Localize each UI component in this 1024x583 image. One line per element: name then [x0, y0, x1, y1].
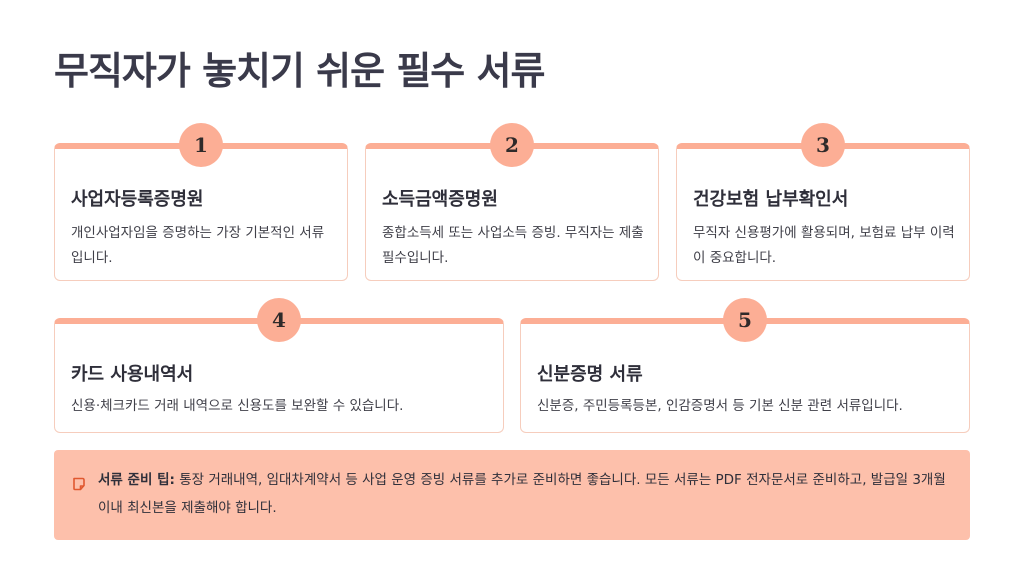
- document-card-1: 1 사업자등록증명원 개인사업자임을 증명하는 가장 기본적인 서류입니다.: [54, 123, 348, 281]
- note-icon: [72, 473, 86, 491]
- card-title: 신분증명 서류: [537, 364, 643, 385]
- tip-text: 통장 거래내역, 임대차계약서 등 사업 운영 증빙 서류를 추가로 준비하면 …: [98, 472, 946, 516]
- card-description: 개인사업자임을 증명하는 가장 기본적인 서류입니다.: [71, 225, 325, 266]
- card-number-badge: 5: [723, 298, 767, 342]
- card-title: 카드 사용내역서: [71, 364, 194, 385]
- card-title: 건강보험 납부확인서: [693, 189, 849, 210]
- card-description: 무직자 신용평가에 활용되며, 보험료 납부 이력이 중요합니다.: [693, 225, 955, 266]
- document-card-5: 5 신분증명 서류 신분증, 주민등록등본, 인감증명서 등 기본 신분 관련 …: [520, 298, 970, 433]
- card-description: 종합소득세 또는 사업소득 증빙. 무직자는 제출 필수입니다.: [382, 225, 644, 266]
- card-number-badge: 2: [490, 123, 534, 167]
- card-description: 신분증, 주민등록등본, 인감증명서 등 기본 신분 관련 서류입니다.: [537, 398, 903, 414]
- card-number-badge: 1: [179, 123, 223, 167]
- card-title: 소득금액증명원: [382, 189, 498, 210]
- card-description: 신용·체크카드 거래 내역으로 신용도를 보완할 수 있습니다.: [71, 398, 404, 414]
- card-title: 사업자등록증명원: [71, 189, 204, 210]
- tip-label: 서류 준비 팁:: [98, 472, 175, 488]
- card-number-badge: 3: [801, 123, 845, 167]
- document-card-2: 2 소득금액증명원 종합소득세 또는 사업소득 증빙. 무직자는 제출 필수입니…: [365, 123, 659, 281]
- page-title: 무직자가 놓치기 쉬운 필수 서류: [54, 49, 545, 93]
- tip-box: 서류 준비 팁: 통장 거래내역, 임대차계약서 등 사업 운영 증빙 서류를 …: [54, 450, 970, 540]
- document-card-4: 4 카드 사용내역서 신용·체크카드 거래 내역으로 신용도를 보완할 수 있습…: [54, 298, 504, 433]
- document-card-3: 3 건강보험 납부확인서 무직자 신용평가에 활용되며, 보험료 납부 이력이 …: [676, 123, 970, 281]
- card-number-badge: 4: [257, 298, 301, 342]
